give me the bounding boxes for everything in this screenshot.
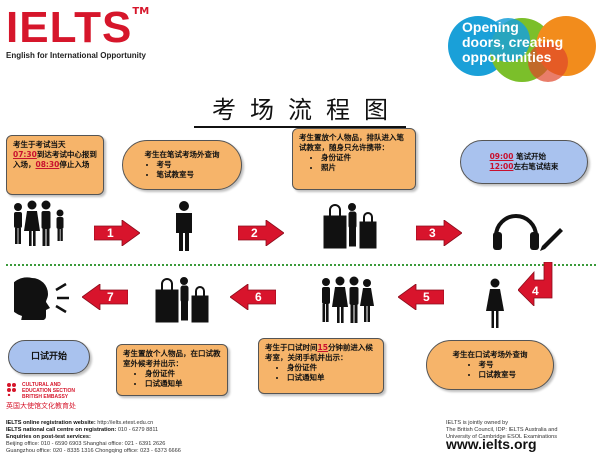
logo-text: IELTS — [6, 3, 133, 52]
step-2-callout: 考生在笔试考场外查询 考号笔试教室号 — [122, 140, 242, 190]
british-council-dots-icon — [7, 383, 16, 396]
family-figures-icon — [14, 200, 64, 246]
arrow-bent-down-icon — [517, 261, 553, 307]
logo-tagline: English for International Opportunity — [6, 51, 146, 60]
row-divider — [6, 264, 596, 266]
arrow-2: 2 — [237, 219, 285, 250]
step-7-callout: 考生置放个人物品，在口试教室外候考并出示： 身份证件口试通知单 — [116, 344, 228, 396]
group-figures-icon — [322, 276, 374, 323]
logo-trademark: TM — [132, 6, 150, 17]
step-3-callout: 考生置放个人物品，排队进入笔试教室，随身只允许携带： 身份证件照片 — [292, 128, 416, 190]
step-1-callout: 考生于考试当天 07:30到达考试中心报到入场，08:30停止入场 — [6, 135, 104, 195]
arrow-right-icon — [93, 219, 141, 247]
british-council-cn: 英国大使馆文化教育处 — [6, 402, 76, 410]
person-icon — [176, 201, 192, 251]
arrow-6: 6 — [229, 283, 277, 314]
footer-contacts: IELTS online registration website: http:… — [6, 420, 181, 454]
arrow-7: 7 — [81, 283, 129, 314]
british-council-mark: CULTURAL AND EDUCATION SECTION BRITISH E… — [6, 382, 76, 410]
belongings-bags-icon — [155, 277, 209, 323]
arrow-4: 4 — [517, 261, 562, 310]
step-5-callout: 考生在口试考场外查询 考号口试教室号 — [426, 340, 554, 390]
woman-icon — [486, 278, 504, 328]
belongings-bags-icon — [323, 203, 377, 249]
slogan-circles-icon — [448, 16, 596, 82]
slogan-badge: Opening doors, creating opportunities — [448, 10, 598, 86]
website-link[interactable]: www.ielts.org — [446, 436, 537, 452]
page-title: 考场流程图 — [0, 90, 600, 128]
step-4-callout: 09:00 笔试开始 12:00左右笔试结束 — [460, 140, 588, 184]
arrow-left-icon — [229, 283, 277, 311]
arrow-5: 5 — [397, 283, 445, 314]
arrow-right-icon — [415, 219, 463, 247]
slogan-text: Opening doors, creating opportunities — [462, 19, 564, 65]
arrow-left-icon — [81, 283, 129, 311]
footer-ownership: IELTS is jointly owned by The British Co… — [446, 420, 596, 452]
arrow-1: 1 — [93, 219, 141, 250]
arrow-left-icon — [397, 283, 445, 311]
step-6-callout: 考生于口试时间15分钟前进入候考室，关闭手机并出示： 身份证件口试通知单 — [258, 338, 384, 394]
ielts-logo: IELTSTM English for International Opport… — [6, 3, 150, 61]
speaking-head-icon — [14, 277, 69, 320]
headphones-pen-icon — [493, 214, 563, 251]
arrow-right-icon — [237, 219, 285, 247]
step-8-callout: 口试开始 — [8, 340, 90, 374]
arrow-3: 3 — [415, 219, 463, 250]
